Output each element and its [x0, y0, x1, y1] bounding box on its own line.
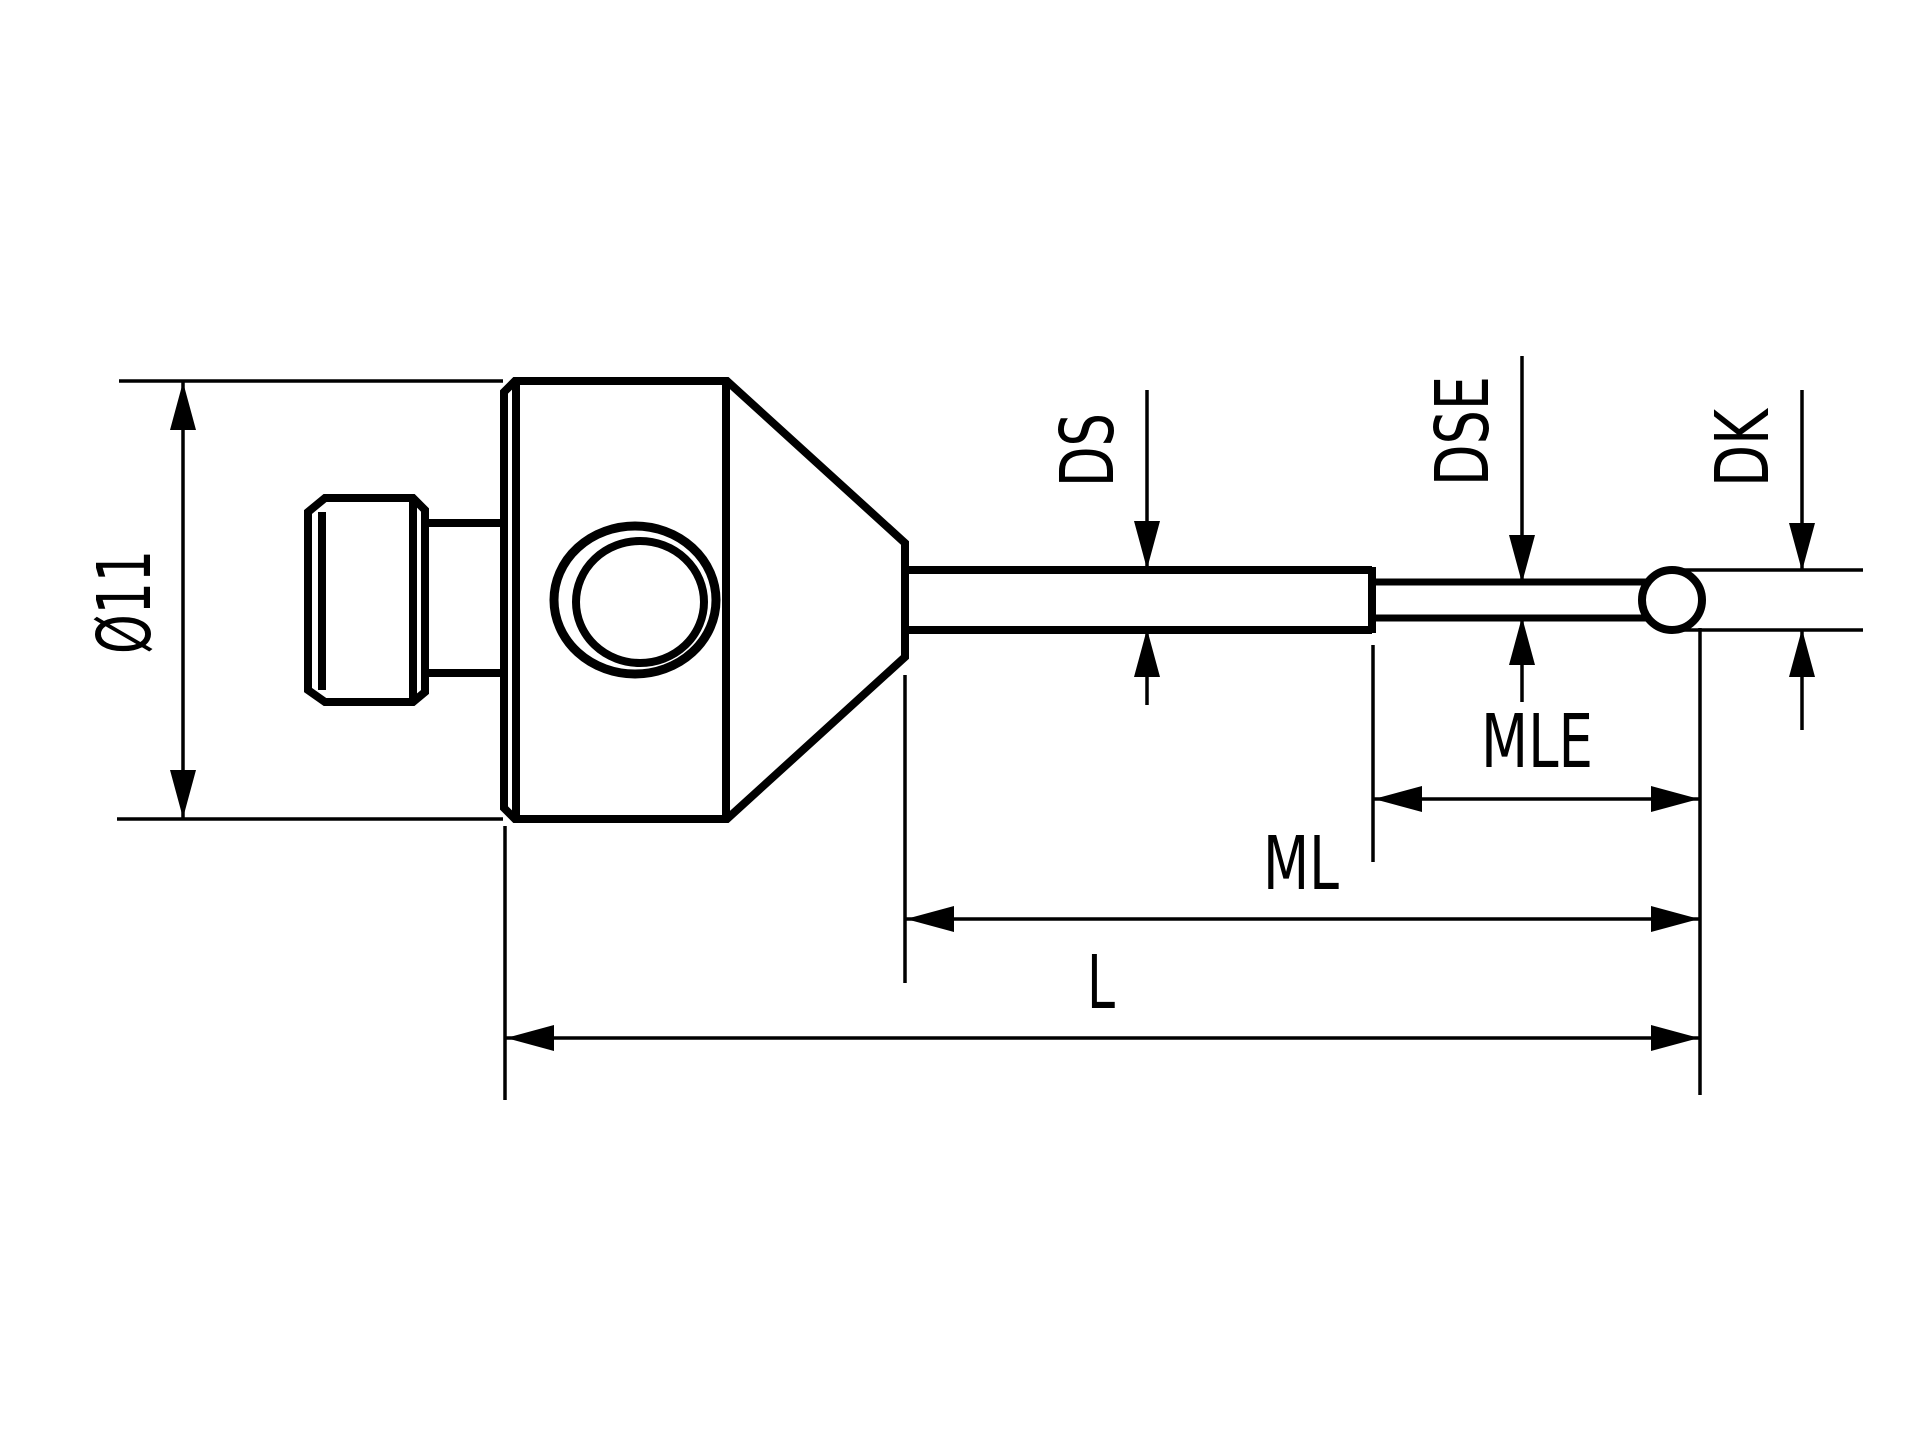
arrow-ml-left — [906, 906, 954, 932]
arrow-dk-down — [1789, 523, 1815, 571]
arrow-dse-down — [1509, 535, 1535, 583]
dimension-arrows-group — [170, 382, 1815, 1051]
arrow-l-right — [1651, 1025, 1699, 1051]
dimension-lines-group — [117, 356, 1863, 1100]
label-dse: DSE — [1420, 376, 1506, 486]
arrow-ds-down — [1134, 521, 1160, 569]
arrow-diameter-up — [170, 382, 196, 430]
arrow-dse-up — [1509, 617, 1535, 665]
arrow-dk-up — [1789, 629, 1815, 677]
label-dk: DK — [1700, 407, 1786, 487]
part-outline-group — [304, 377, 1706, 823]
arrow-mle-left — [1374, 786, 1422, 812]
arrow-mle-right — [1651, 786, 1699, 812]
arrow-diameter-down — [170, 770, 196, 818]
label-ds: DS — [1045, 413, 1131, 487]
ball-tip — [1638, 566, 1706, 634]
arrow-ds-up — [1134, 629, 1160, 677]
dimension-labels-group: Ø11 DS DSE DK MLE ML L — [82, 376, 1786, 1026]
label-ml: ML — [1263, 821, 1339, 907]
side-hole-inner — [572, 537, 708, 667]
arrow-l-left — [506, 1025, 554, 1051]
side-hole-outer — [549, 521, 721, 679]
label-shank-diameter: Ø11 — [82, 550, 168, 654]
label-l: L — [1087, 940, 1115, 1026]
arrow-ml-right — [1651, 906, 1699, 932]
label-mle: MLE — [1481, 699, 1593, 785]
